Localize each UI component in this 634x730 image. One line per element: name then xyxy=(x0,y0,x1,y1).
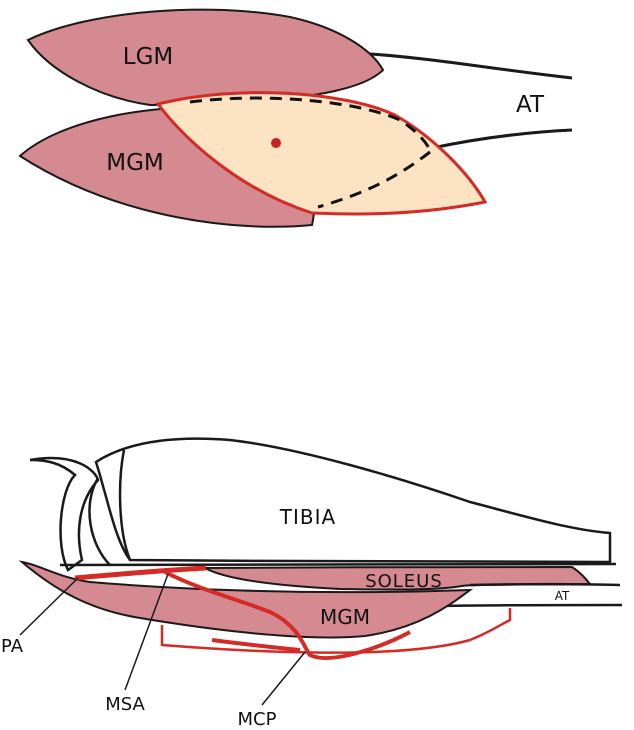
dashed-boundary-upper xyxy=(189,96,432,151)
tibia-label: TIBIA xyxy=(279,505,336,529)
msa-red-bar xyxy=(74,565,207,581)
top-diagram: LGM MGM AT xyxy=(18,8,573,228)
msa-leader-line xyxy=(124,573,169,691)
mcp-leader-line xyxy=(261,651,306,706)
mcp-red-curve xyxy=(164,570,411,660)
dashed-boundary-lower xyxy=(317,150,431,209)
highlighted-muscle-region xyxy=(155,91,488,216)
tibia-lower-line xyxy=(59,562,617,567)
lgm-muscle-shape xyxy=(26,8,385,107)
femoral-condyle-outer xyxy=(29,456,100,572)
center-point-marker xyxy=(271,138,281,148)
achilles-tendon-lower-line-bottom xyxy=(439,603,623,608)
achilles-tendon-lower-line xyxy=(431,128,573,150)
pa-leader-line xyxy=(19,577,79,636)
soleus-label: SOLEUS xyxy=(365,571,443,592)
mcp-label: MCP xyxy=(238,709,277,730)
achilles-tendon-upper-line-bottom xyxy=(469,583,621,587)
mgm-label-bottom: MGM xyxy=(320,605,370,629)
at-label: AT xyxy=(516,92,545,118)
achilles-tendon-upper-line xyxy=(369,52,573,80)
msa-label: MSA xyxy=(105,694,145,715)
femoral-condyle-inner xyxy=(88,477,111,566)
lgm-label: LGM xyxy=(123,44,173,70)
mgm-label: MGM xyxy=(106,150,164,176)
pa-label: PA xyxy=(1,636,24,657)
mgm-muscle-shape-bottom xyxy=(18,560,474,639)
mcp-red-lower-segment xyxy=(211,638,301,652)
red-bracket-outline xyxy=(160,608,512,654)
tibia-plateau-line xyxy=(118,449,132,561)
at-label-bottom: AT xyxy=(555,589,570,603)
tibia-shape xyxy=(94,437,612,564)
bottom-diagram: TIBIA SOLEUS MGM AT PA MSA MCP xyxy=(1,437,623,730)
